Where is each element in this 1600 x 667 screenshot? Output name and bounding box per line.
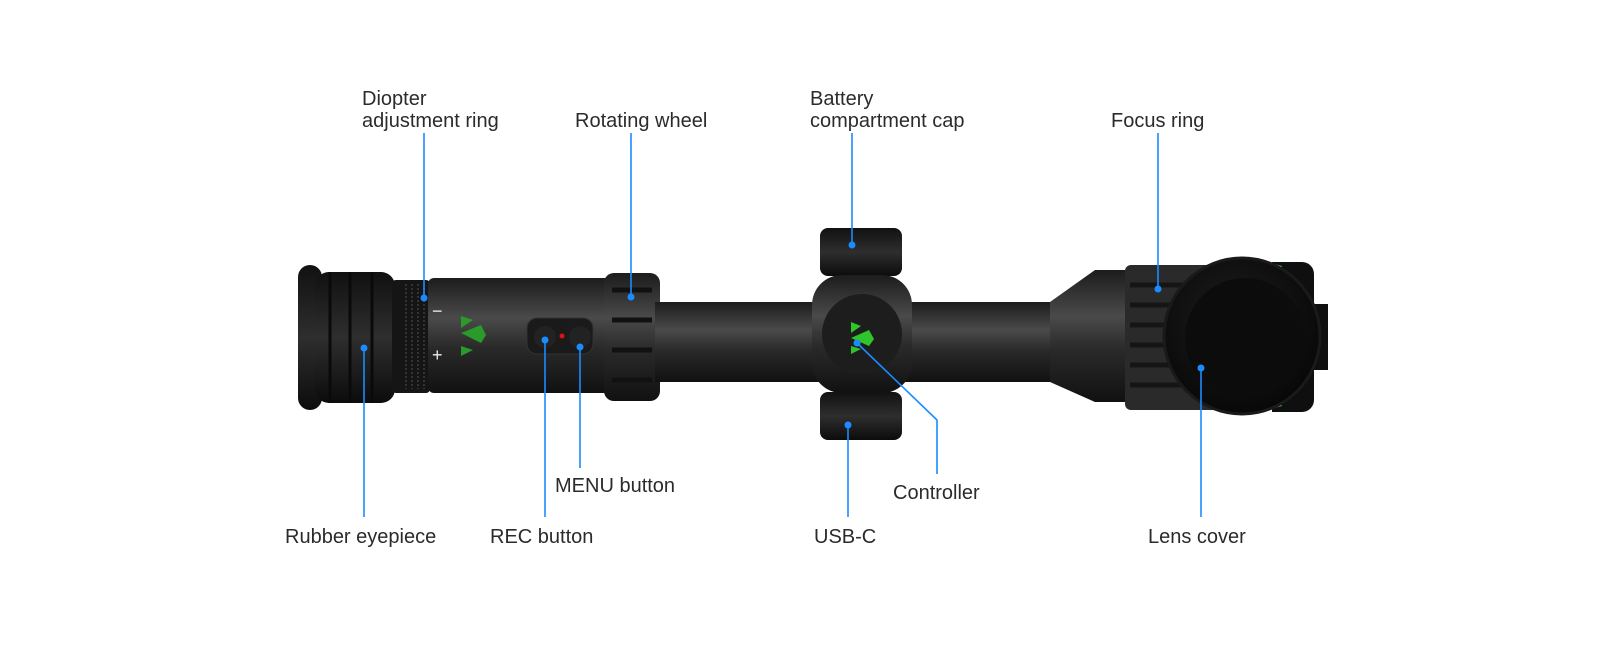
callout-dots bbox=[360, 241, 1205, 429]
label-line: Battery bbox=[810, 88, 874, 110]
diopter-minus-mark: − bbox=[432, 301, 443, 321]
label-line: Diopter bbox=[362, 88, 427, 110]
rubber-eyepiece bbox=[298, 265, 395, 410]
label-rotating-wheel: Rotating wheel bbox=[575, 110, 708, 132]
leader-lines bbox=[363, 133, 1202, 517]
label-line: compartment cap bbox=[810, 110, 965, 132]
objective-flare bbox=[1050, 270, 1130, 402]
label-menu-button: MENU button bbox=[555, 475, 676, 497]
label-rec-button: REC button bbox=[490, 526, 594, 548]
indicator-led bbox=[559, 333, 565, 339]
diopter-plus-mark: + bbox=[432, 345, 443, 365]
label-line: adjustment ring bbox=[362, 110, 499, 132]
rotating-wheel[interactable] bbox=[604, 273, 660, 401]
logo-icon bbox=[461, 316, 486, 356]
label-rubber-eyepiece: Rubber eyepiece bbox=[285, 526, 437, 548]
label-usb-c: USB-C bbox=[814, 526, 877, 548]
controller-logo-icon bbox=[851, 322, 874, 354]
label-controller: Controller bbox=[893, 482, 980, 504]
diopter-ring bbox=[392, 280, 430, 393]
label-focus-ring: Focus ring bbox=[1111, 110, 1205, 132]
label-battery: Battery compartment cap bbox=[810, 88, 965, 132]
label-lens-cover: Lens cover bbox=[1148, 526, 1246, 548]
menu-button[interactable] bbox=[569, 326, 591, 348]
label-diopter: Diopter adjustment ring bbox=[362, 88, 499, 132]
usb-c-cap[interactable] bbox=[820, 392, 902, 440]
turret bbox=[812, 228, 912, 440]
scope-body bbox=[428, 278, 618, 393]
battery-cap[interactable] bbox=[820, 228, 902, 276]
